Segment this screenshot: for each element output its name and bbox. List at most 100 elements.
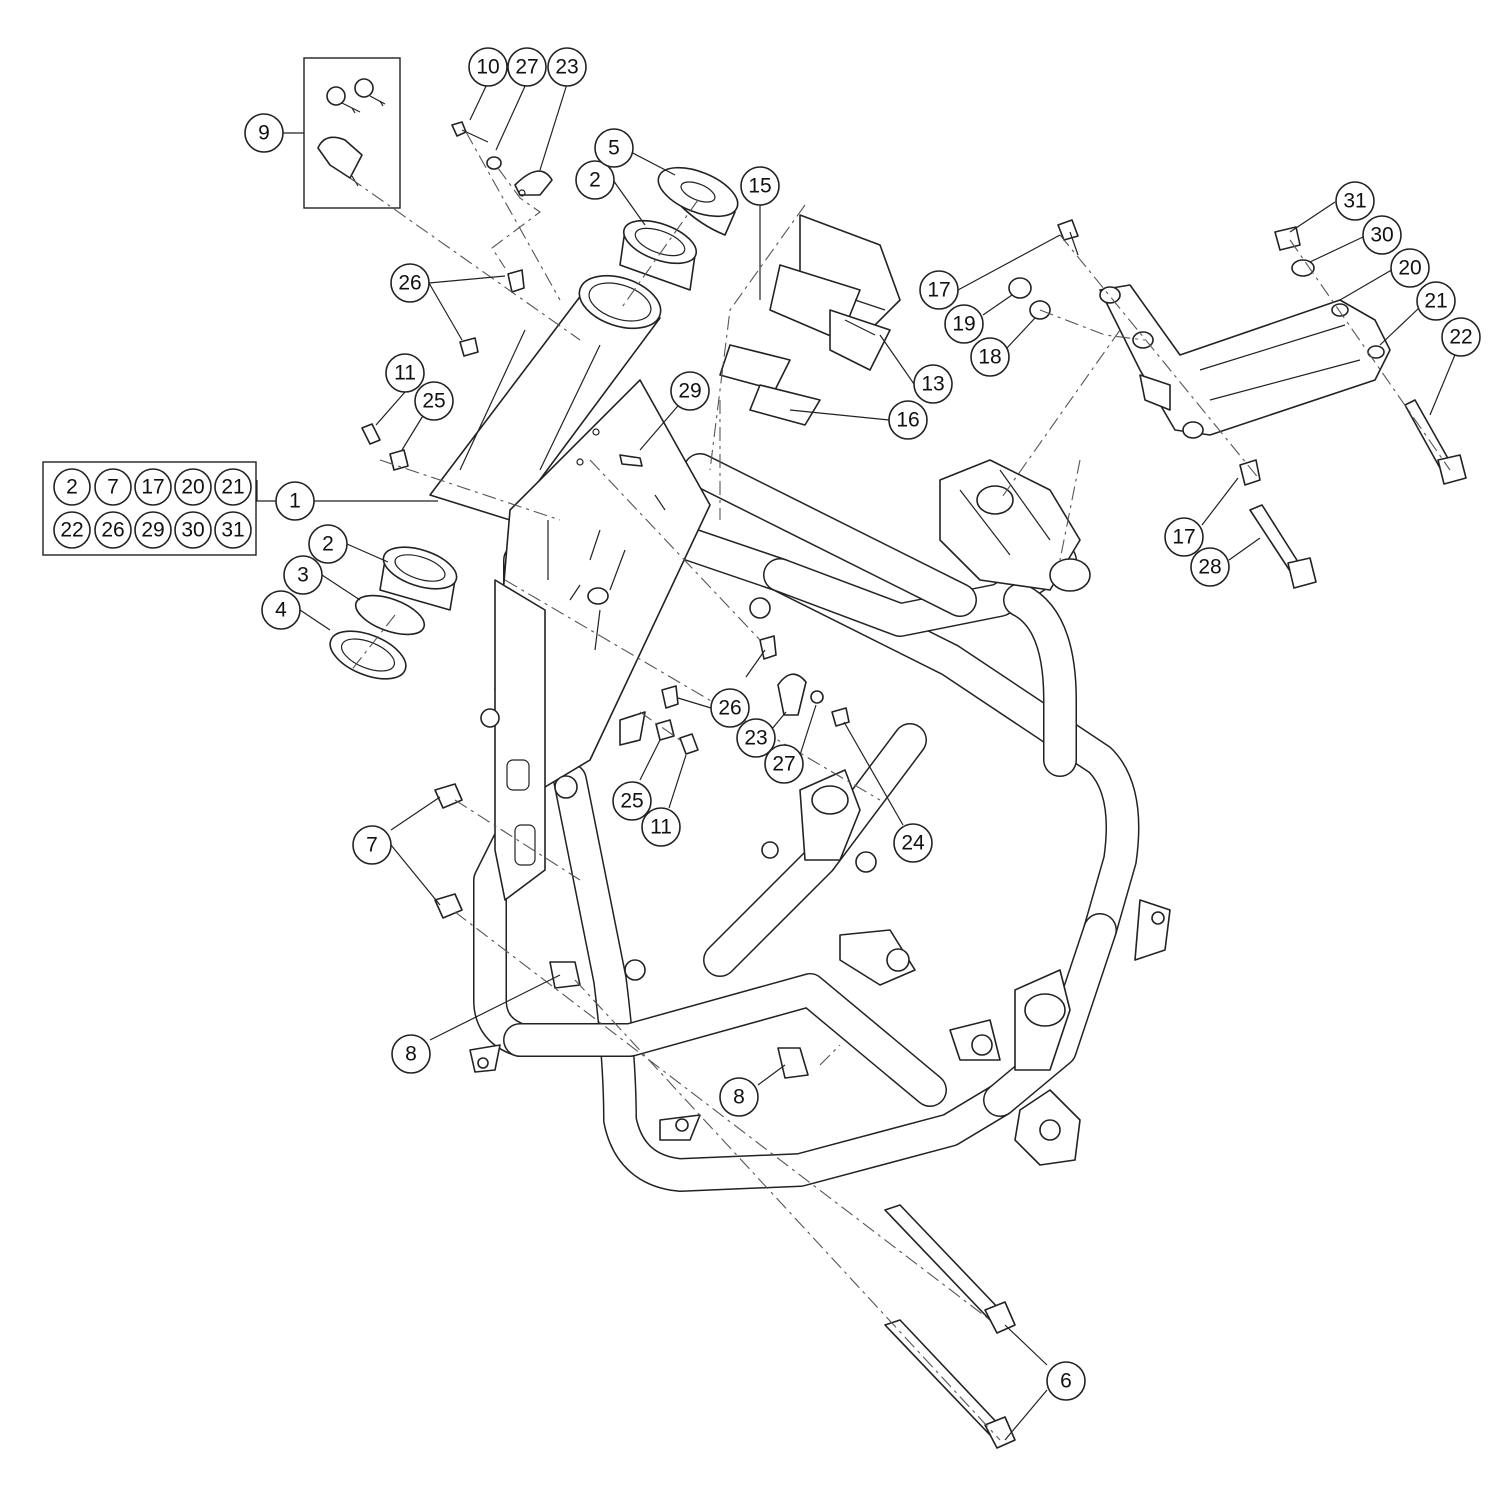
rear-bracket: [1099, 284, 1391, 439]
svg-text:8: 8: [405, 1043, 417, 1066]
callout-25-lower: 25: [612, 781, 652, 821]
svg-text:3: 3: [297, 564, 309, 587]
svg-text:16: 16: [896, 409, 919, 432]
kit-callout: 20: [174, 468, 212, 506]
callout-21: 21: [1416, 281, 1456, 321]
callout-26-upper: 26: [390, 263, 430, 303]
kit-callout: 22: [53, 511, 91, 549]
kit-callout: 7: [94, 468, 132, 506]
kit-callout: 29: [134, 511, 172, 549]
callout-22: 22: [1441, 317, 1481, 357]
svg-text:11: 11: [394, 362, 416, 385]
svg-text:22: 22: [60, 519, 83, 542]
callout-3: 3: [283, 555, 323, 595]
callout-5: 5: [594, 128, 634, 168]
svg-text:30: 30: [181, 519, 204, 542]
svg-text:2: 2: [322, 533, 334, 556]
svg-text:17: 17: [927, 279, 950, 302]
ignition-lock-icon: [317, 136, 363, 187]
callout-24: 24: [893, 823, 933, 863]
electrical-module: [719, 214, 901, 426]
svg-text:21: 21: [1424, 290, 1447, 313]
assembly-lines: [349, 131, 1451, 1441]
callout-15: 15: [740, 166, 780, 206]
callout-17-lower: 17: [1164, 517, 1204, 557]
callout-31: 31: [1335, 181, 1375, 221]
kit-callout: 26: [94, 511, 132, 549]
svg-text:27: 27: [515, 56, 538, 79]
svg-text:17: 17: [1172, 526, 1195, 549]
kit-contents-box: [42, 461, 257, 556]
svg-text:29: 29: [141, 519, 164, 542]
svg-text:4: 4: [275, 599, 287, 622]
callout-8-left: 8: [391, 1034, 431, 1074]
callout-30: 30: [1362, 215, 1402, 255]
svg-text:26: 26: [101, 519, 124, 542]
svg-text:2: 2: [589, 169, 601, 192]
svg-text:20: 20: [181, 476, 204, 499]
callout-19: 19: [944, 304, 984, 344]
head-tube: [429, 274, 662, 521]
svg-text:10: 10: [476, 56, 499, 79]
callout-26-lower: 26: [710, 688, 750, 728]
svg-text:29: 29: [678, 380, 701, 403]
callout-18: 18: [970, 337, 1010, 377]
svg-text:21: 21: [221, 476, 244, 499]
svg-text:8: 8: [733, 1086, 745, 1109]
leader-lines: [256, 81, 1458, 1441]
svg-text:7: 7: [107, 476, 119, 499]
svg-text:17: 17: [141, 476, 164, 499]
svg-text:11: 11: [650, 816, 672, 839]
lower-bearing-parts: [329, 546, 458, 680]
callout-2-lower: 2: [308, 524, 348, 564]
lock-kit-frame: [303, 57, 401, 209]
kit-callout: 30: [174, 511, 212, 549]
callout-17-upper: 17: [919, 270, 959, 310]
svg-text:1: 1: [289, 490, 301, 513]
kit-callout: 21: [214, 468, 252, 506]
svg-text:31: 31: [1343, 190, 1366, 213]
long-bolts: [884, 1204, 1016, 1449]
callout-10: 10: [468, 47, 508, 87]
svg-text:7: 7: [366, 834, 378, 857]
svg-text:31: 31: [221, 519, 244, 542]
kit-row-2: 22 26 29 30 31: [53, 511, 252, 549]
callout-7: 7: [352, 825, 392, 865]
engine-mount-lug: [469, 597, 1171, 1166]
svg-text:25: 25: [620, 790, 643, 813]
callout-28: 28: [1190, 547, 1230, 587]
svg-text:19: 19: [952, 313, 975, 336]
kit-callout: 2: [53, 468, 91, 506]
callout-23-lower: 23: [736, 718, 776, 758]
svg-text:25: 25: [422, 390, 445, 413]
kit-callout: 17: [134, 468, 172, 506]
kit-callout: 31: [214, 511, 252, 549]
svg-text:26: 26: [718, 697, 741, 720]
svg-text:22: 22: [1449, 326, 1472, 349]
svg-text:18: 18: [978, 346, 1001, 369]
callout-6: 6: [1046, 1361, 1086, 1401]
callout-25-upper: 25: [414, 381, 454, 421]
svg-text:15: 15: [748, 175, 771, 198]
callout-8-center: 8: [719, 1077, 759, 1117]
svg-text:5: 5: [608, 137, 620, 160]
callout-2-upper: 2: [575, 160, 615, 200]
callouts: 1 2 2 3 4 5 6 7 8 8 9 10 11 11 13 15 16 …: [244, 47, 1481, 1401]
motorcycle-frame: [429, 274, 1171, 1192]
svg-text:20: 20: [1398, 257, 1421, 280]
small-hardware: [361, 121, 1467, 1449]
svg-text:28: 28: [1198, 556, 1221, 579]
callout-1: 1: [275, 481, 315, 521]
svg-text:9: 9: [258, 122, 270, 145]
callout-11-upper: 11: [385, 353, 425, 393]
svg-text:26: 26: [398, 272, 421, 295]
svg-text:27: 27: [772, 753, 795, 776]
callout-23-upper: 23: [547, 47, 587, 87]
svg-text:2: 2: [66, 476, 78, 499]
svg-text:13: 13: [921, 373, 944, 396]
callout-27-upper: 27: [507, 47, 547, 87]
callout-9: 9: [244, 113, 284, 153]
keys-icon: [326, 78, 386, 114]
callout-16: 16: [888, 400, 928, 440]
